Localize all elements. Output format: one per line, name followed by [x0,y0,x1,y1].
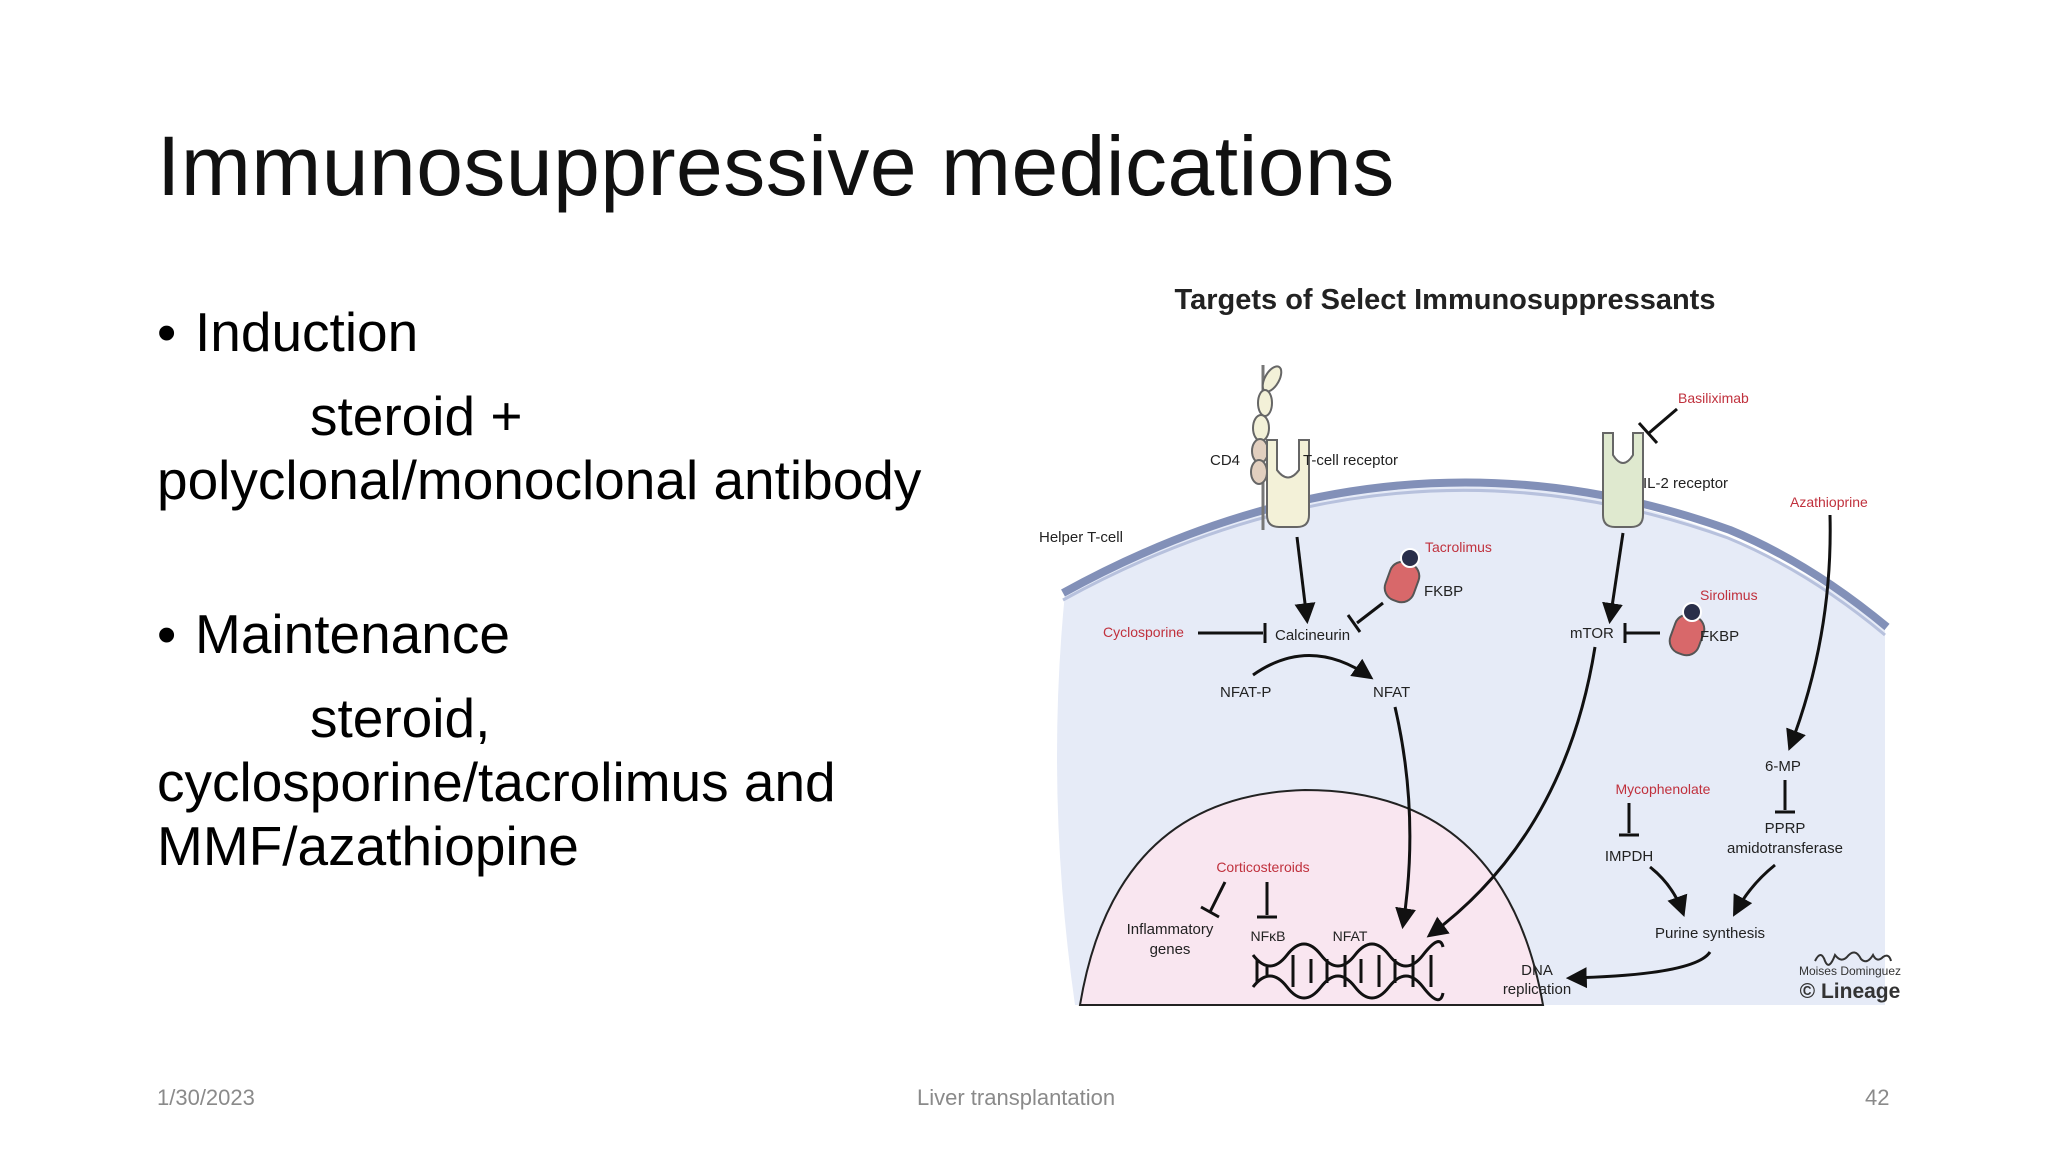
induction-detail-line: steroid + [157,384,977,448]
detail-text: steroid, [310,687,491,749]
arrow-tcr-calcineurin [1294,536,1316,625]
cell-membrane [1061,478,1890,631]
mtor-label: mTOR [1570,625,1614,642]
nfat-nucleus-label: NFAT [1333,928,1368,944]
bullet-maintenance: • Maintenance [157,602,977,666]
pprp-label: PPRP [1765,820,1806,837]
fkbp-label-2: FKBP [1700,628,1739,645]
nfkb-label: NFκB [1251,928,1286,944]
purine-synthesis-label: Purine synthesis [1655,925,1765,942]
helper-tcell-label: Helper T-cell [1039,529,1123,546]
amidotransferase-label: amidotransferase [1727,840,1843,857]
tcell-receptor-label: T-cell receptor [1303,452,1398,469]
slide-title: Immunosuppressive medications [157,119,1395,213]
replication-label: replication [1503,981,1571,998]
arrow-azathioprine-6mp [1786,514,1832,751]
bullet-label: Maintenance [195,603,510,665]
bullet-label: Induction [195,301,419,363]
maintenance-detail-line: steroid, [157,686,977,750]
maintenance-detail-line: cyclosporine/tacrolimus and [157,751,836,813]
bullet-induction: • Induction [157,300,977,364]
cyclosporine-label: Cyclosporine [1103,624,1184,640]
impdh-label: IMPDH [1605,848,1653,865]
diagram-title: Targets of Select Immunosuppressants [1175,284,1716,316]
footer-center: Liver transplantation [917,1085,1116,1110]
detail-text: steroid + [310,385,523,447]
azathioprine-label: Azathioprine [1790,494,1868,510]
tacrolimus-label: Tacrolimus [1425,539,1492,555]
inflammatory-label: Inflammatory [1127,921,1214,938]
author-credit: Moises Dominguez [1799,964,1901,978]
immunosuppressant-targets-diagram: Targets of Select Immunosuppressants CD4… [1039,284,1901,1006]
arrow-impdh-purine [1649,865,1688,917]
calcineurin-label: Calcineurin [1275,627,1350,644]
page-number: 42 [1865,1085,1890,1110]
maintenance-detail-line: MMF/azathiopine [157,815,579,877]
t-cell-receptor [1266,439,1310,528]
nfat-label: NFAT [1373,684,1410,701]
cd4-receptor [1250,365,1283,530]
nfat-p-label: NFAT-P [1220,684,1271,701]
author-signature [1814,951,1892,966]
footer-date: 1/30/2023 [157,1085,255,1110]
bullet-list: • Induction steroid + polyclonal/monoclon… [157,300,977,878]
dna-label: DNA [1521,962,1553,979]
arrow-pprp-purine [1733,863,1776,917]
basiliximab-label: Basiliximab [1678,390,1749,406]
copyright-credit: © Lineage [1800,980,1901,1003]
arrow-nfatp-nfat [1252,654,1374,680]
genes-label: genes [1150,941,1191,958]
sirolimus-label: Sirolimus [1700,587,1758,603]
il2-receptor-label: IL-2 receptor [1643,475,1728,492]
bullet-marker: • [157,603,177,665]
fkbp-label: FKBP [1424,583,1463,600]
il2-receptor [1602,432,1644,528]
six-mp-label: 6-MP [1765,758,1801,775]
corticosteroids-label: Corticosteroids [1216,859,1309,875]
arrow-mtor-nucleus [1426,646,1597,938]
arrow-purine-dna [1565,951,1712,989]
induction-detail-line: polyclonal/monoclonal antibody [157,449,922,511]
dna-helix-icon [1251,940,1445,1002]
arrow-il2-mtor [1602,532,1625,625]
cd4-label: CD4 [1210,452,1240,469]
bullet-marker: • [157,301,177,363]
arrow-nfat-nucleus [1393,706,1416,930]
mycophenolate-label: Mycophenolate [1616,781,1711,797]
